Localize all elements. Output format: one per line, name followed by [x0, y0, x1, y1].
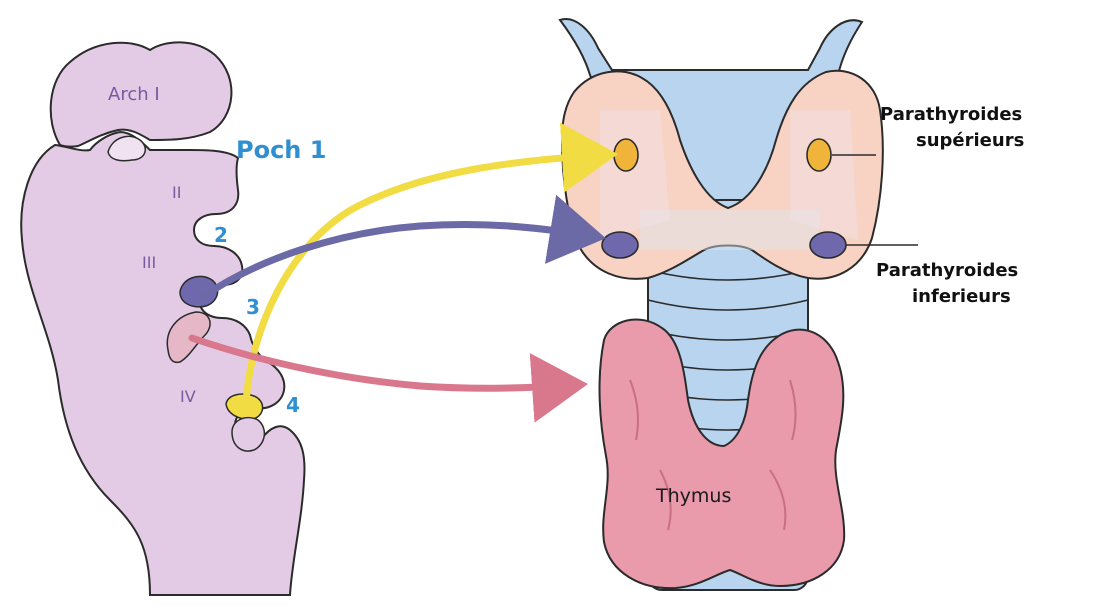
inferior-parathyroid-label-line2: inferieurs	[912, 286, 1011, 307]
thymus-label: Thymus	[655, 485, 731, 507]
arch-i-label: Arch I	[108, 84, 160, 105]
arch-body	[21, 132, 304, 595]
arrow-pouch3-to-inferior-parathyroid	[204, 224, 592, 296]
pouch-4-lower-lobe	[232, 418, 264, 451]
superior-parathyroid-left	[614, 139, 638, 171]
thyroid-lobe-overlay-right	[790, 110, 858, 240]
pouch-3-label: 3	[246, 295, 260, 319]
superior-parathyroid-label-line1: Parathyroides	[880, 104, 1022, 125]
inferior-parathyroid-label-line1: Parathyroides	[876, 260, 1018, 281]
pharyngeal-arches-illustration: Arch I II III IV Poch 1 2 3 4	[21, 42, 326, 595]
arch-ii-label: II	[172, 183, 181, 202]
pouch-4-label: 4	[286, 393, 300, 417]
arch-iv-label: IV	[180, 387, 196, 406]
migration-arrows	[192, 155, 604, 404]
neck-organs-illustration: Parathyroides supérieurs Parathyroides i…	[560, 19, 1024, 590]
arch-iii-label: III	[142, 253, 156, 272]
inferior-parathyroid-right	[810, 232, 846, 258]
pouch-2-label: 2	[214, 223, 228, 247]
inferior-parathyroid-left	[602, 232, 638, 258]
superior-parathyroid-right	[807, 139, 831, 171]
pouch-1-label: Poch 1	[236, 136, 326, 164]
superior-parathyroid-label-line2: supérieurs	[916, 130, 1024, 151]
thyroid-lobe-overlay-left	[600, 110, 670, 240]
